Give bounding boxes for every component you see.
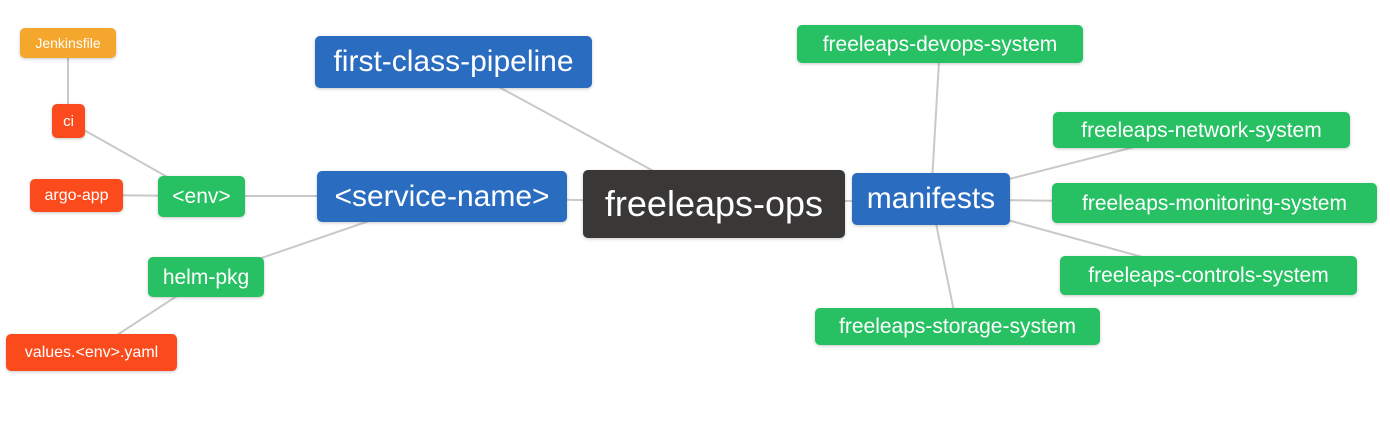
- node-freeleaps-storage-system[interactable]: freeleaps-storage-system: [815, 308, 1100, 345]
- node-freeleaps-controls-system[interactable]: freeleaps-controls-system: [1060, 256, 1357, 295]
- node-jenkinsfile[interactable]: Jenkinsfile: [20, 28, 116, 58]
- node-manifests[interactable]: manifests: [852, 173, 1010, 225]
- node-ci[interactable]: ci: [52, 104, 85, 138]
- node-first-class-pipeline[interactable]: first-class-pipeline: [315, 36, 592, 88]
- node-service-name[interactable]: <service-name>: [317, 171, 567, 222]
- node-freeleaps-devops-system[interactable]: freeleaps-devops-system: [797, 25, 1083, 63]
- node-freeleaps-ops-root[interactable]: freeleaps-ops: [583, 170, 845, 238]
- node-argo-app[interactable]: argo-app: [30, 179, 123, 212]
- node-values-env-yaml[interactable]: values.<env>.yaml: [6, 334, 177, 371]
- node-freeleaps-network-system[interactable]: freeleaps-network-system: [1053, 112, 1350, 148]
- node-env[interactable]: <env>: [158, 176, 245, 217]
- node-helm-pkg[interactable]: helm-pkg: [148, 257, 264, 297]
- node-freeleaps-monitoring-system[interactable]: freeleaps-monitoring-system: [1052, 183, 1377, 223]
